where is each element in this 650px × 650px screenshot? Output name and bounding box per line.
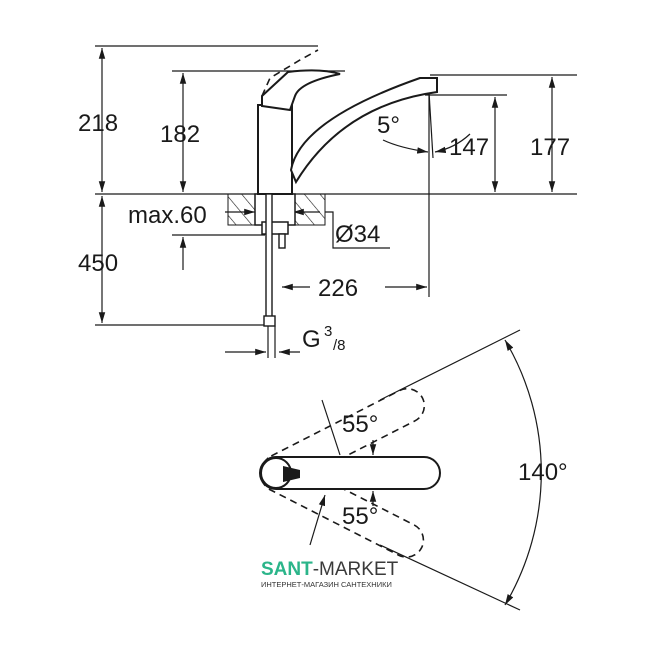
dim-connection-g: G <box>302 326 321 353</box>
dim-140deg: 140° <box>518 459 568 486</box>
svg-text:SANT-MARKET: SANT-MARKET <box>261 559 399 580</box>
logo-part1: SANT <box>261 559 313 580</box>
dim-connection-num: 3 <box>324 323 332 340</box>
faucet-top-view <box>259 329 542 611</box>
dim-450: 450 <box>78 250 118 277</box>
dim-226: 226 <box>318 275 358 302</box>
dim-connection-den: /8 <box>333 337 346 354</box>
logo-tagline: ИНТЕРНЕТ-МАГАЗИН САНТЕХНИКИ <box>261 580 392 589</box>
logo-part2: -MARKET <box>313 559 399 580</box>
dimension-arrows <box>98 47 556 356</box>
dim-55deg-up: 55° <box>342 411 378 438</box>
sant-market-watermark: SANT-MARKET ИНТЕРНЕТ-МАГАЗИН САНТЕХНИКИ <box>261 559 399 589</box>
extension-lines <box>95 45 577 326</box>
dim-177: 177 <box>530 134 570 161</box>
dim-147: 147 <box>449 134 489 161</box>
faucet-side-view <box>257 49 438 358</box>
dim-182: 182 <box>160 121 200 148</box>
dim-5deg: 5° <box>377 112 400 139</box>
dim-55deg-down: 55° <box>342 503 378 530</box>
dim-diameter-34: Ø34 <box>335 221 380 248</box>
dim-max60: max.60 <box>128 202 207 229</box>
dim-218: 218 <box>78 110 118 137</box>
